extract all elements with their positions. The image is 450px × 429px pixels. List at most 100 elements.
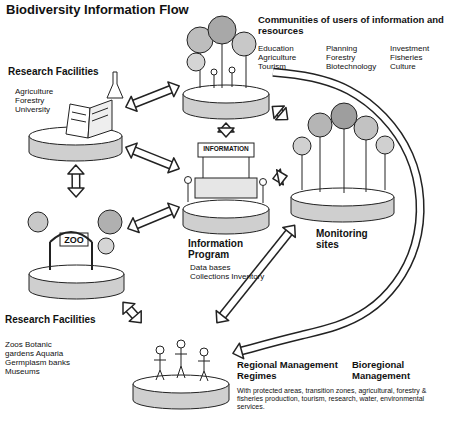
disc-node: ZOOResearch FacilitiesZoos Botanic garde… — [28, 200, 125, 300]
disc-top — [29, 265, 124, 283]
tree-crown — [28, 212, 48, 232]
page-line — [92, 108, 108, 114]
disc-top — [183, 85, 269, 103]
arrow-head — [233, 343, 244, 359]
tree-trunk — [344, 118, 345, 193]
gate-post — [49, 242, 51, 270]
arrow-head — [126, 96, 137, 111]
double-arrow — [126, 143, 179, 173]
person-head — [177, 340, 185, 348]
page-line — [72, 112, 86, 115]
flask — [107, 72, 123, 98]
node-text: Planning Forestry Biotechnology — [326, 45, 388, 72]
tree-crown — [376, 136, 394, 154]
double-arrow — [123, 302, 141, 323]
person-head — [211, 69, 217, 75]
arrow-shaft — [134, 89, 171, 104]
person-body — [188, 184, 189, 202]
diagram-title: Biodiversity Information Flow — [6, 3, 189, 18]
arrow-shaft — [136, 211, 171, 226]
node-text: Data bases Collections Inventory — [190, 264, 270, 282]
node-text: Education Agriculture Tourism — [258, 45, 320, 72]
disc-node: Monitoring sites — [290, 108, 395, 223]
double-arrow — [273, 169, 287, 185]
tree-crown — [232, 32, 256, 56]
booth-sign — [198, 143, 254, 157]
arrow-shaft — [134, 151, 171, 166]
tree-crown — [354, 116, 378, 140]
node-text: Zoos Botanic gardens Aquaria Germplasm b… — [5, 341, 77, 377]
connector-label: Bioregional Management — [352, 360, 442, 381]
arrow-head — [168, 82, 179, 97]
zoo-illustration — [28, 210, 122, 270]
tree-trunk — [246, 50, 247, 88]
double-arrow — [68, 165, 84, 197]
disc-node: INFORMATIONInformation ProgramData bases… — [182, 140, 270, 235]
person-head — [200, 348, 208, 356]
arrow-head — [129, 311, 141, 323]
disc-node: Communities of users of information and … — [182, 15, 270, 120]
person-body — [263, 186, 264, 203]
node-text: Information Program — [188, 238, 268, 260]
booth-post — [249, 157, 250, 180]
arrow-head — [68, 165, 84, 174]
users-illustration — [187, 16, 256, 88]
tree-crown — [187, 53, 205, 71]
node-text: Research Facilities — [5, 314, 105, 325]
node-heading: Communities of users of information and … — [258, 15, 448, 36]
tree-trunk — [385, 142, 386, 190]
node-heading: Research Facilities — [8, 66, 128, 77]
arrow-shaft-outline — [129, 309, 135, 316]
page-line — [92, 115, 108, 121]
node-heading: ZOO — [60, 235, 88, 245]
disc-top — [291, 188, 394, 206]
arrow-head — [126, 143, 137, 158]
double-arrow — [218, 123, 234, 137]
person-head — [185, 177, 192, 184]
booth-illustration — [185, 143, 267, 203]
arrow-head — [68, 188, 84, 197]
double-arrow — [272, 106, 287, 120]
node-text: With protected areas, transition zones, … — [237, 387, 447, 410]
person-head — [260, 179, 267, 186]
node-heading: Regional Management Regimes — [237, 360, 355, 381]
arrow-shaft-outline — [71, 174, 80, 188]
tree-crown — [208, 16, 236, 44]
arrow-head — [168, 158, 179, 173]
arrow-head — [216, 311, 229, 323]
node-text: Investment Fisheries Culture — [390, 45, 448, 72]
tree-crown — [187, 27, 213, 53]
tree-crown — [308, 113, 332, 137]
booth-counter — [195, 178, 257, 198]
arrow-shaft — [73, 174, 79, 188]
arrow-shaft-outline — [136, 211, 171, 226]
arrow-shaft-outline — [134, 89, 171, 104]
tree-crown — [98, 210, 122, 234]
arrow-head — [168, 203, 179, 218]
arrow-head — [123, 302, 135, 314]
tree-crown — [293, 137, 311, 155]
tree-trunk — [302, 140, 303, 190]
arrow-head — [128, 218, 139, 233]
tree-crown — [98, 238, 114, 254]
arrow-shaft-outline — [134, 151, 171, 166]
disc-top — [183, 200, 269, 218]
tree-trunk — [200, 48, 201, 88]
tree-trunk — [222, 40, 223, 88]
disc-outline — [290, 108, 395, 223]
arrow-head — [277, 170, 287, 186]
disc-top — [29, 127, 122, 145]
booth-post — [203, 157, 204, 180]
double-arrow — [126, 82, 179, 111]
arrow-head — [283, 225, 296, 237]
arrow-head — [218, 128, 234, 137]
disc-node: Regional Management RegimesWith protecte… — [132, 325, 230, 410]
person-head — [156, 346, 164, 354]
tree-trunk — [366, 128, 367, 192]
arrow-head — [276, 108, 288, 120]
disc-node: Research FacilitiesAgriculture Forestry … — [28, 92, 123, 162]
disc-outline — [132, 325, 230, 410]
gate-sign — [60, 233, 88, 246]
node-text: Agriculture Forestry University — [15, 88, 63, 115]
